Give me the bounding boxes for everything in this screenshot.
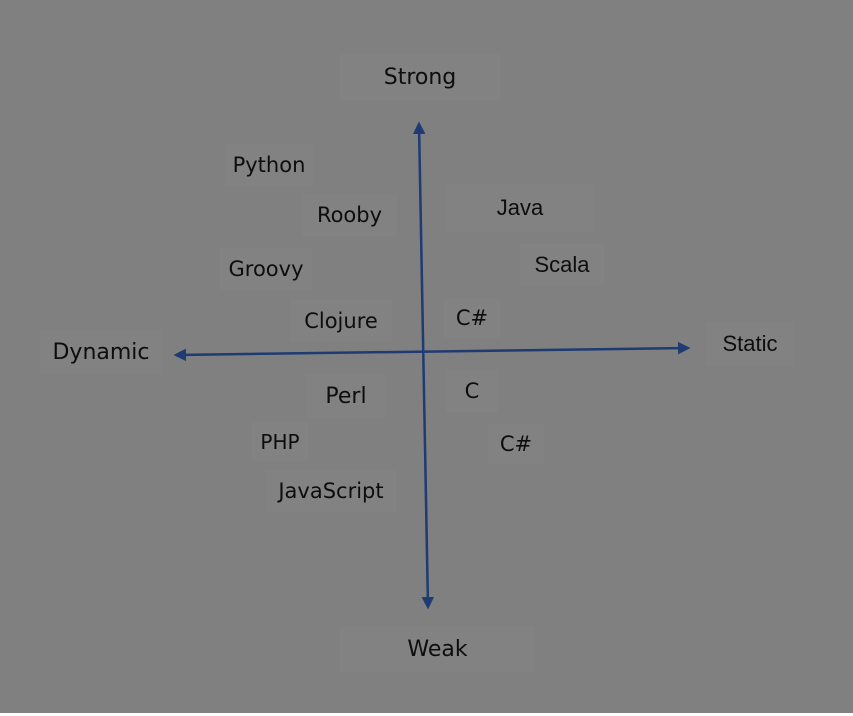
language-java: Java bbox=[445, 184, 595, 232]
language-perl: Perl bbox=[306, 374, 386, 418]
language-javascript: JavaScript bbox=[266, 470, 396, 512]
language-groovy: Groovy bbox=[220, 248, 312, 290]
language-python: Python bbox=[225, 144, 313, 186]
axis-label-strong: Strong bbox=[340, 54, 500, 100]
horizontal-axis bbox=[173, 341, 691, 362]
axis-label-weak: Weak bbox=[340, 626, 535, 672]
vertical-axis bbox=[412, 121, 435, 610]
axis-label-dynamic: Dynamic bbox=[40, 330, 162, 374]
language-c: C bbox=[446, 370, 498, 412]
language-php: PHP bbox=[252, 422, 308, 462]
language-csharp-weak: C# bbox=[488, 424, 544, 464]
language-clojure: Clojure bbox=[290, 300, 392, 342]
language-scala: Scala bbox=[520, 244, 604, 286]
axis-label-static: Static bbox=[706, 322, 794, 366]
language-csharp-strong: C# bbox=[444, 298, 500, 338]
language-rooby: Rooby bbox=[302, 194, 397, 236]
